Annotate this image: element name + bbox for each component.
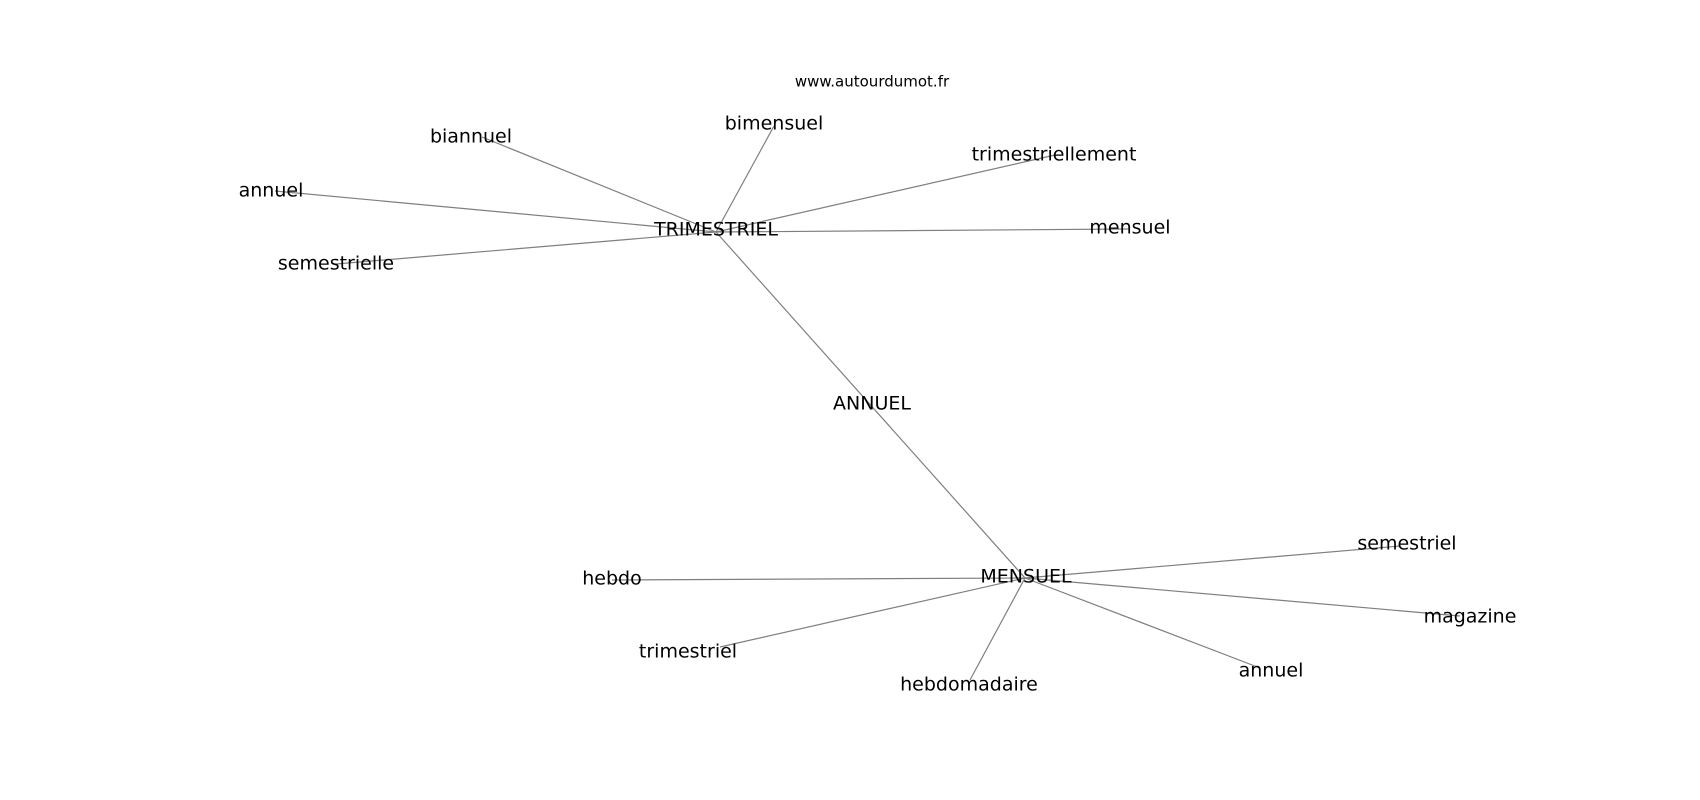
node-semestrielle[interactable]: semestrielle bbox=[278, 253, 394, 275]
node-annuel-bottom[interactable]: annuel bbox=[1239, 660, 1304, 682]
node-bimensuel[interactable]: bimensuel bbox=[725, 113, 824, 135]
node-magazine[interactable]: magazine bbox=[1424, 606, 1517, 628]
node-hebdo[interactable]: hebdo bbox=[582, 568, 641, 590]
edge-trimestriel-trimestriellement bbox=[715, 154, 1056, 233]
graph-labels: ANNUEL TRIMESTRIEL MENSUEL biannuel bime… bbox=[239, 113, 1517, 696]
graph-edges bbox=[274, 125, 1461, 681]
edge-mensuel-hebdomadaire bbox=[969, 577, 1026, 681]
edge-mensuel-magazine bbox=[1024, 577, 1461, 617]
edge-mensuel-trimestriel bbox=[719, 577, 1026, 648]
edge-trimestriel-mensuel bbox=[715, 231, 1026, 579]
node-biannuel[interactable]: biannuel bbox=[430, 126, 512, 148]
node-semestriel[interactable]: semestriel bbox=[1357, 533, 1456, 555]
edge-mensuel-semestriel bbox=[1024, 545, 1401, 579]
node-mensuel-hub[interactable]: MENSUEL bbox=[980, 566, 1072, 588]
edge-trimestriel-mensuel-leaf bbox=[715, 228, 1131, 233]
edge-trimestriel-biannuel bbox=[481, 136, 717, 233]
edge-mensuel-hebdo bbox=[611, 577, 1026, 581]
node-hebdomadaire[interactable]: hebdomadaire bbox=[900, 674, 1038, 696]
node-annuel-top[interactable]: annuel bbox=[239, 180, 304, 202]
site-credit: www.autourdumot.fr bbox=[795, 73, 950, 91]
edge-trimestriel-annuel bbox=[274, 190, 717, 233]
node-mensuel-leaf[interactable]: mensuel bbox=[1089, 217, 1170, 239]
node-trimestriel-leaf[interactable]: trimestriel bbox=[639, 641, 737, 663]
edge-trimestriel-semestrielle bbox=[335, 231, 717, 265]
node-trimestriel-hub[interactable]: TRIMESTRIEL bbox=[653, 219, 778, 241]
edge-mensuel-annuel bbox=[1024, 577, 1261, 669]
node-trimestriellement[interactable]: trimestriellement bbox=[972, 144, 1137, 166]
edge-trimestriel-bimensuel bbox=[715, 125, 775, 233]
node-annuel-center[interactable]: ANNUEL bbox=[833, 393, 911, 415]
